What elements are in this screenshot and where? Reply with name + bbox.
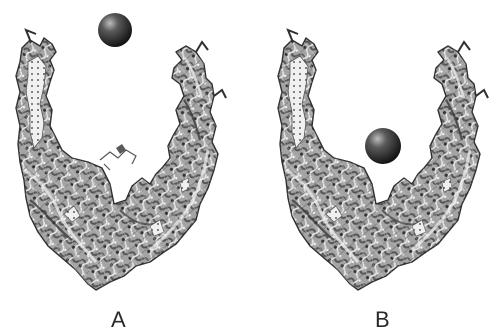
sphere-in-pocket (365, 128, 401, 164)
panel-b (278, 30, 488, 290)
panel-a (16, 13, 226, 290)
panel-label-a: A (111, 308, 126, 332)
protein-pocket-surface-a (16, 30, 226, 290)
sphere-above-pocket (98, 13, 132, 47)
panel-label-b: B (375, 308, 390, 332)
ligand-fragment (100, 144, 136, 170)
